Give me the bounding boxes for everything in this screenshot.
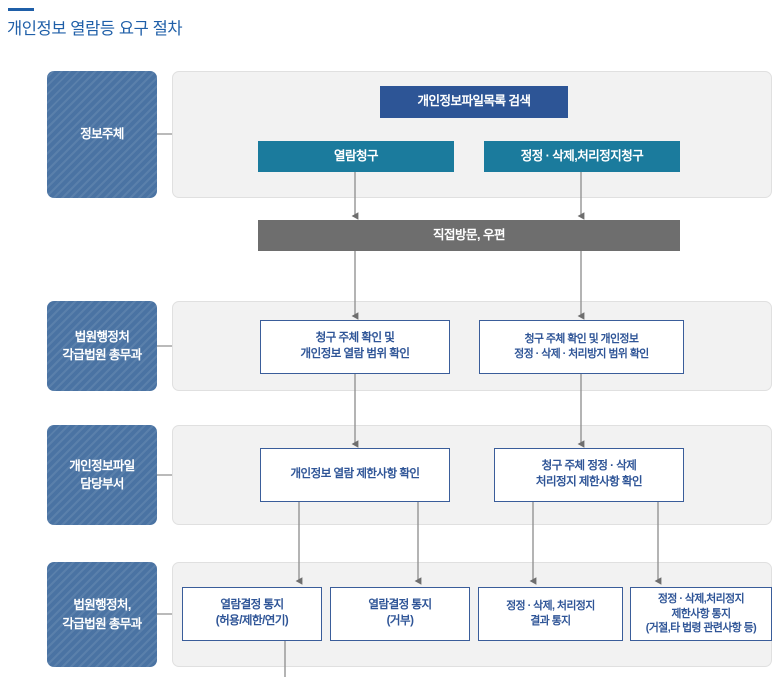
node-verify-requester-correction-scope[interactable]: 청구 주체 확인 및 개인정보 정정 · 삭제 · 처리방지 범위 확인 [479, 320, 684, 374]
node-label: 정정 · 삭제,처리정지청구 [520, 148, 644, 163]
node-label: 청구 주체 확인 및 개인정보 [524, 333, 639, 346]
node-request-correction-deletion-suspension[interactable]: 정정 · 삭제,처리정지청구 [484, 141, 680, 172]
role-label-text: 담당부서 [80, 477, 124, 491]
role-label-text: 각급법원 총무과 [62, 348, 142, 362]
node-label: 정정 · 삭제, 처리정지 [506, 600, 595, 613]
role-label-text: 각급법원 총무과 [62, 616, 142, 631]
node-label: 처리정지 제한사항 확인 [535, 476, 643, 488]
page-title: 개인정보 열람등 요구 절차 [7, 20, 183, 38]
node-verify-requester-view-scope[interactable]: 청구 주체 확인 및 개인정보 열람 범위 확인 [260, 320, 450, 374]
node-check-view-restrictions[interactable]: 개인정보 열람 제한사항 확인 [260, 448, 450, 502]
node-label: 열람청구 [333, 148, 379, 163]
node-label: 청구 주체 확인 및 [315, 332, 395, 345]
node-label: 개인정보 열람 제한사항 확인 [290, 468, 420, 481]
node-label: 직접방문, 우편 [433, 227, 505, 242]
role-label-text: 개인정보파일 [69, 458, 135, 473]
node-submission-channel[interactable]: 직접방문, 우편 [258, 220, 680, 251]
node-label: (허용/제한/연기) [215, 615, 289, 627]
node-notify-view-decision-deny[interactable]: 열람결정 통지 (거부) [330, 587, 470, 641]
node-label: 결과 통지 [530, 615, 571, 627]
node-notify-correction-result[interactable]: 정정 · 삭제, 처리정지 결과 통지 [478, 587, 623, 641]
node-label: 개인정보 열람 범위 확인 [300, 348, 410, 360]
node-label: 정정 · 삭제,처리정지 [657, 592, 745, 605]
node-label: 개인정보파일목록 검색 [417, 94, 531, 109]
role-label-text: 법원행정처 [74, 329, 130, 344]
node-label: 제한사항 통지 [671, 607, 731, 620]
node-check-correction-restrictions[interactable]: 청구 주체 정정 · 삭제 처리정지 제한사항 확인 [494, 448, 684, 502]
node-notify-correction-restriction[interactable]: 정정 · 삭제,처리정지 제한사항 통지 (거절,타 법령 관련사항 등) [630, 587, 772, 641]
node-label: 청구 주체 정정 · 삭제 [541, 460, 637, 473]
role-label-privacy-file-department: 개인정보파일 담당부서 [47, 425, 157, 525]
role-label-information-subject: 정보주체 [47, 71, 157, 198]
role-label-text: 법원행정처, [73, 598, 131, 613]
node-search-privacy-file-list[interactable]: 개인정보파일목록 검색 [380, 86, 568, 118]
role-label-court-administration-2: 법원행정처, 각급법원 총무과 [47, 562, 157, 667]
node-request-view[interactable]: 열람청구 [258, 141, 454, 172]
node-label: 정정 · 삭제 · 처리방지 범위 확인 [514, 348, 649, 360]
node-notify-view-decision-allow[interactable]: 열람결정 통지 (허용/제한/연기) [182, 587, 322, 641]
node-label: (거부) [386, 615, 414, 627]
node-label: (거절,타 법령 관련사항 등) [645, 622, 757, 635]
node-label: 열람결정 통지 [220, 599, 284, 612]
role-label-court-administration-1: 법원행정처 각급법원 총무과 [47, 301, 157, 391]
title-accent-bar [8, 8, 34, 11]
role-label-text: 정보주체 [80, 127, 124, 142]
node-label: 열람결정 통지 [368, 599, 432, 612]
